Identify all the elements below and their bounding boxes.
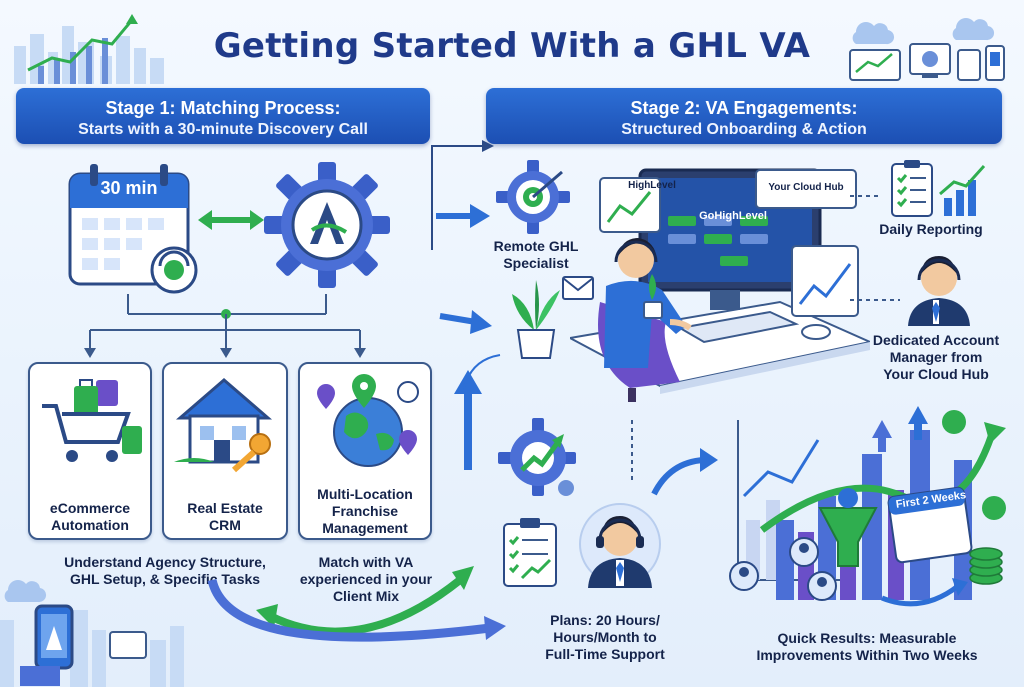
screen-label-gohighlevel: GoHighLevel xyxy=(699,210,767,222)
page-title: Getting Started With a GHL VA xyxy=(213,26,811,66)
calendar-icon xyxy=(68,164,198,294)
screen-label-cloudhub: Your Cloud Hub xyxy=(768,182,844,193)
house-key-icon xyxy=(174,378,273,473)
stage1-title: Stage 1: Matching Process: xyxy=(105,98,341,118)
globe-pins-icon xyxy=(317,374,419,467)
account-manager-label-1: Dedicated Account xyxy=(872,332,1000,348)
support-agent-avatar-icon xyxy=(579,503,661,588)
caption-understand-1: Understand Agency Structure, xyxy=(64,554,266,570)
card-multi-location-label-3: Management xyxy=(322,520,408,536)
account-manager-avatar-icon xyxy=(908,256,970,326)
caption-match-3: Client Mix xyxy=(332,588,400,604)
caption-match-2: experienced in your xyxy=(299,571,433,587)
plans-label-1: Plans: 20 Hours/ xyxy=(550,612,660,628)
city-phone-icon xyxy=(0,580,184,687)
plans-clipboard-icon xyxy=(503,518,557,587)
gear-logo-icon xyxy=(264,162,390,288)
envelope-icon xyxy=(562,276,594,300)
results-arrow-icon xyxy=(651,448,718,496)
daily-reporting-label: Daily Reporting xyxy=(879,221,983,237)
caption-match-1: Match with VA xyxy=(318,554,414,570)
calendar-label: 30 min xyxy=(100,178,158,198)
card-real-estate: Real Estate CRM xyxy=(162,362,288,540)
target-gear-icon xyxy=(496,160,570,234)
stage1-connectors xyxy=(84,294,366,358)
plans-label-2: Hours/Month to xyxy=(553,629,657,645)
workstation-illustration xyxy=(570,168,870,402)
card-multi-location-label-1: Multi-Location xyxy=(317,486,413,502)
card-multi-location-label-2: Franchise xyxy=(331,503,399,519)
gear-arrow-icon xyxy=(498,418,576,496)
devices-cloud-icon xyxy=(849,17,1005,81)
quick-results-label-1: Quick Results: Measurable xyxy=(777,630,957,646)
card-ecommerce: eCommerce Automation xyxy=(28,362,152,540)
plans-label-3: Full-Time Support xyxy=(545,646,665,662)
card-real-estate-label-1: Real Estate xyxy=(187,500,263,516)
quick-results-label-2: Improvements Within Two Weeks xyxy=(756,647,978,663)
remote-specialist-label-1: Remote GHL xyxy=(493,238,579,254)
account-manager-label-2: Manager from xyxy=(889,349,983,365)
account-manager-label-3: Your Cloud Hub xyxy=(883,366,989,382)
stage2-title: Stage 2: VA Engagements: xyxy=(630,98,858,118)
card-multi-location: Multi-Location Franchise Management xyxy=(298,362,432,540)
shopping-cart-icon xyxy=(42,379,142,462)
plant-icon xyxy=(512,280,560,359)
remote-specialist-label-2: Specialist xyxy=(503,255,569,271)
flow-arrows xyxy=(207,140,506,642)
double-arrow-icon xyxy=(198,210,264,230)
clipboard-chart-icon xyxy=(891,160,986,217)
stage1-subtitle: Starts with a 30-minute Discovery Call xyxy=(78,121,368,138)
card-ecommerce-label-2: Automation xyxy=(51,517,129,533)
card-real-estate-label-2: CRM xyxy=(209,517,241,533)
screen-label-highlevel: HighLevel xyxy=(628,180,676,191)
results-growth-illustration xyxy=(729,406,1006,607)
stage1-banner: Stage 1: Matching Process: Starts with a… xyxy=(16,88,430,144)
skyline-chart-icon xyxy=(14,14,164,84)
stage2-banner: Stage 2: VA Engagements: Structured Onbo… xyxy=(486,88,1002,144)
stage2-dotted-connectors xyxy=(631,195,900,480)
card-ecommerce-label-1: eCommerce xyxy=(49,500,131,516)
stage2-subtitle: Structured Onboarding & Action xyxy=(621,121,867,138)
